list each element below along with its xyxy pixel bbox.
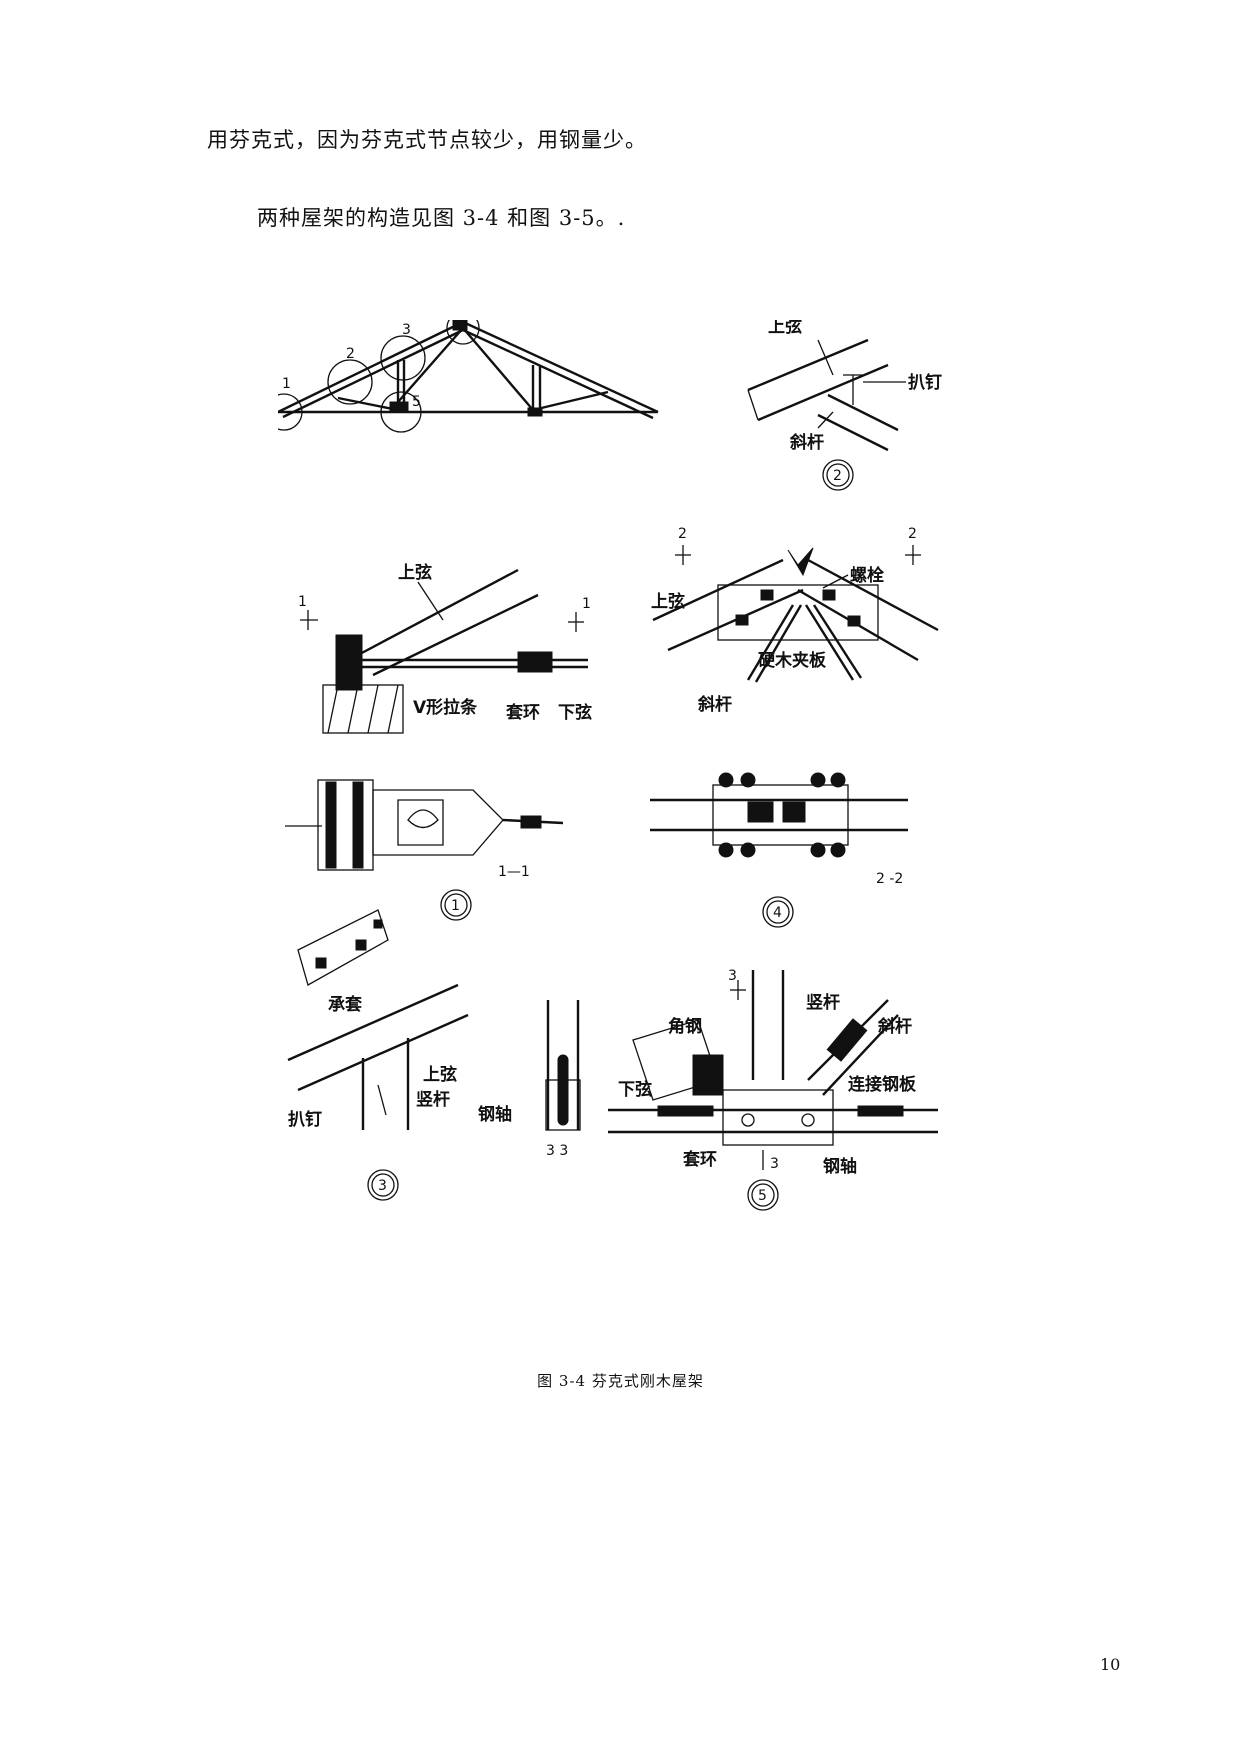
detail5-steel-pin-label: 钢轴 bbox=[823, 1156, 857, 1177]
section2-title: 2 -2 bbox=[876, 871, 903, 887]
detail-4: 2 2 上弦 螺栓 硬木夹板 斜杆 bbox=[651, 526, 939, 715]
detail-2: 上弦 扒钉 斜杆 2 bbox=[747, 320, 942, 491]
detail1-circle-number: 1 bbox=[451, 898, 460, 914]
node-number-2: 2 bbox=[346, 346, 355, 362]
detail5-cut-mark-top: 3 bbox=[728, 968, 737, 984]
detail2-upper-chord-label: 上弦 bbox=[768, 320, 802, 337]
detail1-upper-chord-label: 上弦 bbox=[398, 562, 432, 583]
detail3-bearing-sleeve-label: 承套 bbox=[328, 994, 363, 1015]
paragraph-2: 两种屋架的构造见图 3-4 和图 3-5。. bbox=[257, 206, 626, 230]
detail2-diagonal-label: 斜杆 bbox=[789, 432, 824, 453]
detail3-upper-chord-label: 上弦 bbox=[423, 1064, 457, 1085]
section-2-2: 2 -2 4 bbox=[650, 772, 908, 928]
detail5-angle-steel-label: 角钢 bbox=[668, 1016, 702, 1037]
detail4-cut-mark-right: 2 bbox=[908, 526, 917, 542]
detail5-circle-number: 5 bbox=[758, 1188, 767, 1204]
detail5-steel-plate-label: 连接钢板 bbox=[848, 1074, 917, 1095]
truss-overview: 1 2 3 4 5 bbox=[278, 320, 659, 433]
detail3-staple-label: 扒钉 bbox=[288, 1109, 322, 1130]
detail1-v-strap-label: V形拉条 bbox=[413, 697, 478, 718]
detail4-diagonal-label: 斜杆 bbox=[697, 694, 732, 715]
detail-1: 上弦 1 1 V形拉条 套环 下弦 bbox=[298, 562, 592, 734]
node-number-5: 5 bbox=[412, 394, 421, 410]
paragraph-1: 用芬克式，因为芬克式节点较少，用钢量少。 bbox=[207, 128, 647, 152]
figure-caption: 图 3-4 芬克式刚木屋架 bbox=[537, 1372, 704, 1390]
detail2-circle-number: 2 bbox=[833, 468, 842, 484]
detail1-lower-chord-label: 下弦 bbox=[558, 702, 592, 723]
detail2-staple-label: 扒钉 bbox=[908, 372, 942, 393]
section33-steel-pin-label: 钢轴 bbox=[478, 1104, 512, 1125]
page-number: 10 bbox=[1100, 1655, 1121, 1674]
detail3-vertical-label: 竖杆 bbox=[416, 1090, 450, 1110]
detail1-cut-mark-right: 1 bbox=[582, 596, 591, 612]
detail4-hardwood-plate-label: 硬木夹板 bbox=[758, 650, 827, 671]
section1-title: 1—1 bbox=[498, 864, 530, 880]
section33-title: 3 3 bbox=[546, 1143, 568, 1159]
detail5-diagonal-label: 斜杆 bbox=[877, 1016, 912, 1037]
detail4-cut-mark-left: 2 bbox=[678, 526, 687, 542]
detail5-cut-mark-bottom: 3 bbox=[770, 1156, 779, 1172]
detail4-bolt-label: 螺栓 bbox=[850, 565, 884, 586]
detail-3: 承套 上弦 竖杆 扒钉 3 bbox=[287, 909, 469, 1201]
truss-figure: 1 2 3 4 5 上弦 扒钉 斜杆 2 上弦 bbox=[278, 320, 942, 1211]
detail5-vertical-label: 竖杆 bbox=[806, 993, 840, 1013]
detail5-lower-chord-label: 下弦 bbox=[618, 1079, 652, 1100]
node-number-1: 1 bbox=[282, 376, 291, 392]
detail4-upper-chord-label: 上弦 bbox=[651, 591, 685, 612]
detail4-circle-number: 4 bbox=[773, 905, 782, 921]
detail5-sleeve-ring-label: 套环 bbox=[682, 1149, 717, 1170]
section-1-1: 承套 1—1 1 bbox=[285, 779, 564, 921]
section-3-3: 钢轴 3 3 bbox=[478, 1000, 581, 1159]
detail1-sleeve-ring-label: 套环 bbox=[505, 702, 540, 723]
detail3-circle-number: 3 bbox=[378, 1178, 387, 1194]
node-number-3: 3 bbox=[402, 322, 411, 338]
detail-5: 3 3 竖杆 角钢 斜杆 下弦 连接钢板 套环 钢轴 5 bbox=[608, 968, 938, 1211]
detail1-cut-mark-left: 1 bbox=[298, 594, 307, 610]
